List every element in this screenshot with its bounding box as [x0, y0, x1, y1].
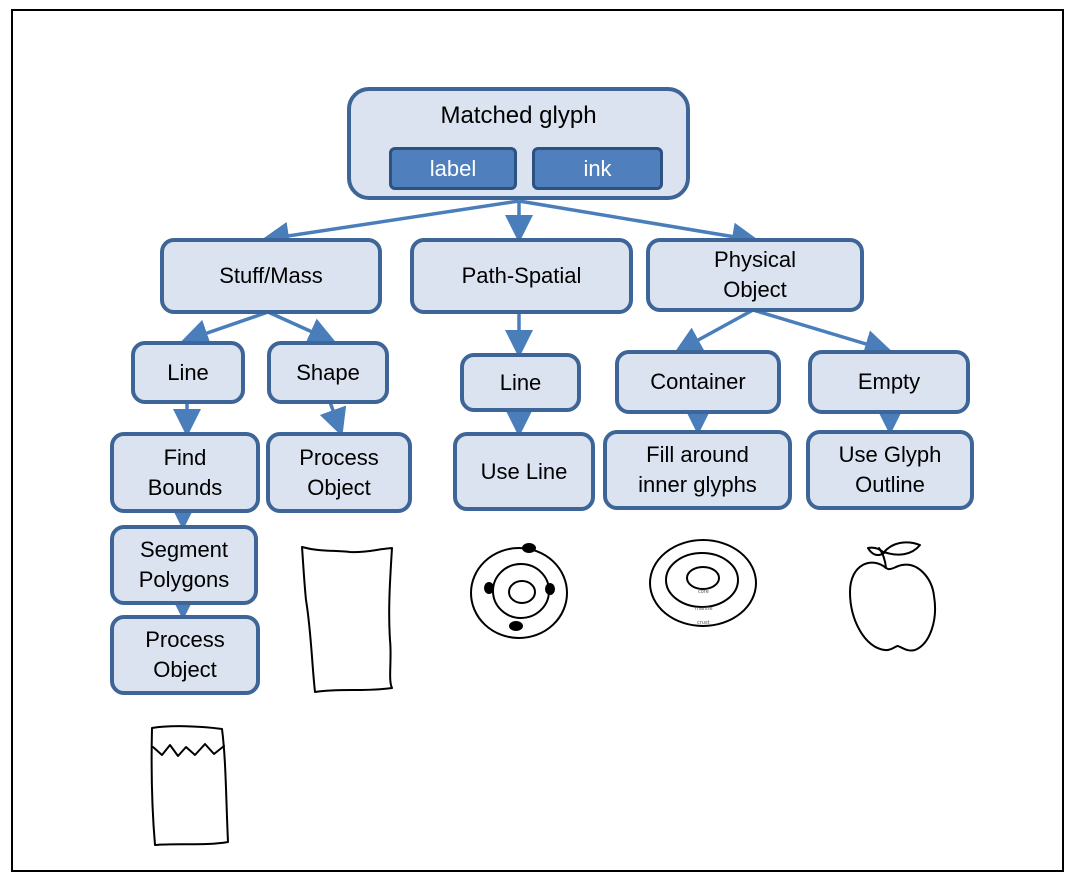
atom-electron-top [522, 543, 536, 553]
shape-label: Shape [296, 359, 360, 385]
atom-middle-ring [492, 563, 550, 619]
segment-polygons-line1: Segment [139, 537, 229, 562]
matched-glyph-title: Matched glyph [440, 102, 597, 129]
process-object-shape-line2: Object [307, 474, 371, 500]
find-bounds-line2: Bounds [147, 474, 223, 500]
fill-around-line2: inner glyphs [638, 472, 757, 497]
ink-tag: ink [532, 147, 663, 190]
atom-electron-right [545, 583, 555, 595]
jar-sketch [150, 725, 229, 846]
stuff-mass-label: Stuff/Mass [219, 263, 323, 288]
apple-sketch [849, 561, 936, 652]
path-spatial-label: Path-Spatial [461, 263, 582, 288]
process-object-line-node: Process Object [110, 615, 260, 695]
earth-core-ring [686, 566, 720, 590]
segment-polygons-node: Segment Polygons [110, 525, 258, 605]
arrow-shape-to-process [319, 401, 347, 437]
container-node: Container [615, 350, 781, 414]
earth-crust-ring [649, 539, 757, 627]
arrow-root-to-stuff [261, 199, 520, 250]
physical-object-label-line2: Object [723, 277, 787, 302]
physical-object-node: Physical Object [646, 238, 864, 312]
physical-object-label-line1: Physical [714, 247, 796, 272]
atom-electron-bottom [509, 621, 523, 631]
empty-node: Empty [808, 350, 970, 414]
stuff-line-label: Line [167, 359, 209, 385]
earth-mantle-ring [665, 552, 739, 608]
fill-around-line1: Fill around [646, 442, 749, 467]
arrow-root-to-physical [518, 199, 760, 251]
atom-electron-left [484, 582, 494, 594]
use-line-label: Use Line [480, 458, 568, 484]
path-line-label: Line [499, 369, 542, 395]
atom-outer-ring [470, 547, 568, 639]
empty-label: Empty [857, 369, 921, 394]
use-glyph-outline-line1: Use Glyph [838, 442, 942, 467]
jar-fill-line [152, 743, 225, 757]
earth-label-crust: crust [697, 620, 710, 626]
process-object-line-line2: Object [153, 657, 217, 682]
use-line-node: Use Line [453, 432, 595, 511]
arrow-stuff-to-shape [267, 310, 337, 345]
apple-leaf-left [867, 546, 885, 557]
segment-polygons-line2: Polygons [138, 567, 230, 592]
process-object-line-line1: Process [145, 627, 225, 652]
process-object-shape-node: Process Object [266, 432, 412, 513]
find-bounds-node: Find Bounds [110, 432, 260, 513]
path-spatial-node: Path-Spatial [410, 238, 633, 314]
label-tag: label [389, 147, 517, 190]
arrow-stuff-to-line [180, 310, 269, 347]
atom-inner-ring [508, 580, 536, 604]
shape-node: Shape [267, 341, 389, 404]
process-object-shape-line1: Process [299, 444, 379, 470]
fill-around-node: Fill around inner glyphs [603, 430, 792, 510]
find-bounds-line1: Find [163, 444, 207, 470]
arrow-physical-to-empty [752, 308, 893, 358]
apple-leaf-right [883, 541, 921, 556]
use-glyph-outline-line2: Outline [855, 472, 925, 497]
arrow-physical-to-container [673, 308, 754, 354]
use-glyph-outline-node: Use Glyph Outline [806, 430, 974, 510]
stuff-mass-node: Stuff/Mass [160, 238, 382, 314]
earth-label-core: core [698, 589, 709, 595]
path-line-node: Line [460, 353, 581, 412]
beaker-sketch [301, 546, 393, 693]
earth-label-mantle: mantle [695, 606, 713, 612]
container-label: Container [650, 369, 746, 394]
stuff-line-node: Line [131, 341, 245, 404]
